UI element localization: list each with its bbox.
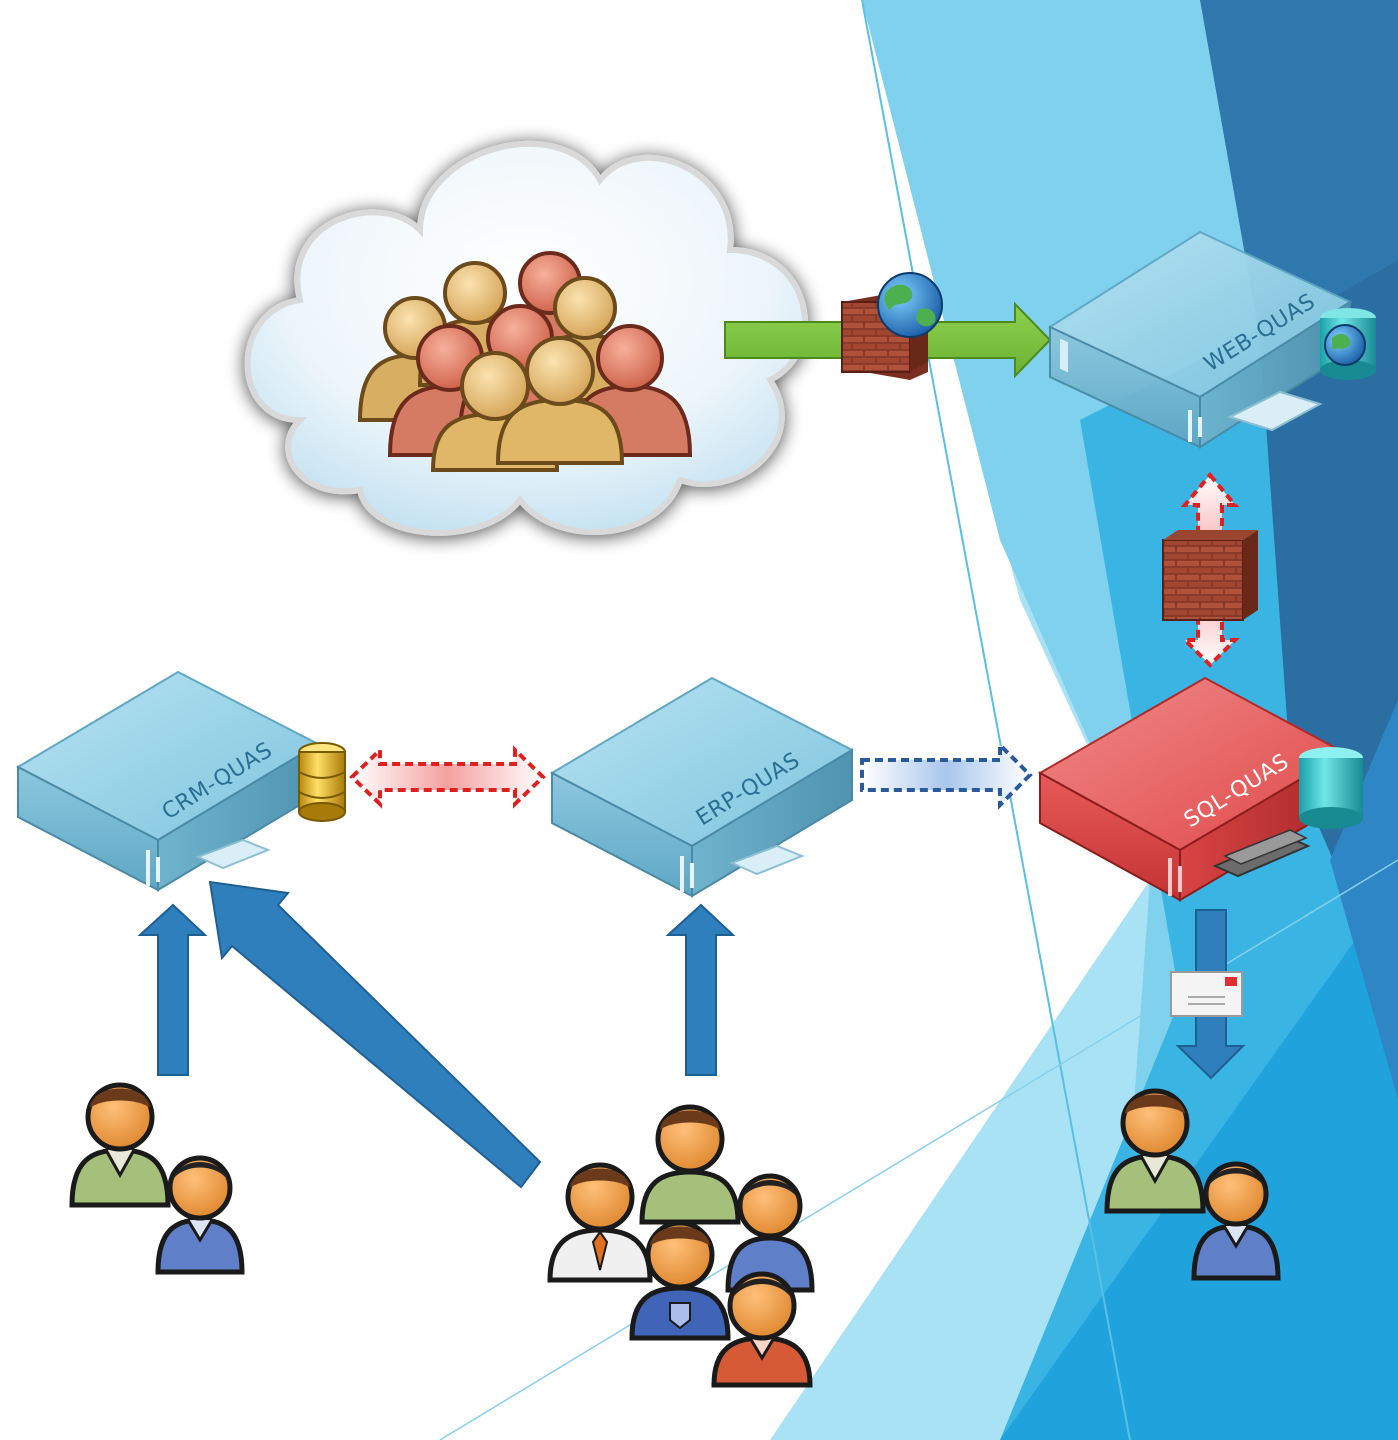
erp-quas-server[interactable]: ERP-QUAS	[549, 676, 855, 898]
globe-icon	[877, 272, 943, 338]
email-icon	[1170, 971, 1243, 1017]
user-group-icon	[1104, 1088, 1281, 1281]
web-quas-server[interactable]: WEB-QUAS	[1047, 230, 1353, 449]
user-group-icon	[547, 1104, 815, 1388]
erp-sql-link-arrow	[860, 740, 1033, 810]
sql-memory-icon	[1212, 829, 1311, 878]
group-to-erp-arrow	[665, 903, 736, 1076]
web-database-icon	[1320, 308, 1376, 380]
crm-database-icon	[298, 742, 346, 822]
sql-database-icon	[1299, 747, 1363, 829]
user-to-crm-arrow	[137, 903, 208, 1076]
crm-erp-link-arrow	[349, 745, 546, 809]
crm-quas-server[interactable]: CRM-QUAS	[15, 670, 321, 892]
firewall-icon	[1162, 530, 1258, 621]
user-group-icon	[69, 1082, 245, 1275]
internet-users-icon	[357, 251, 693, 472]
group-to-crm-arrow	[208, 880, 542, 1189]
sql-quas-server[interactable]: SQL-QUAS	[1037, 676, 1348, 902]
